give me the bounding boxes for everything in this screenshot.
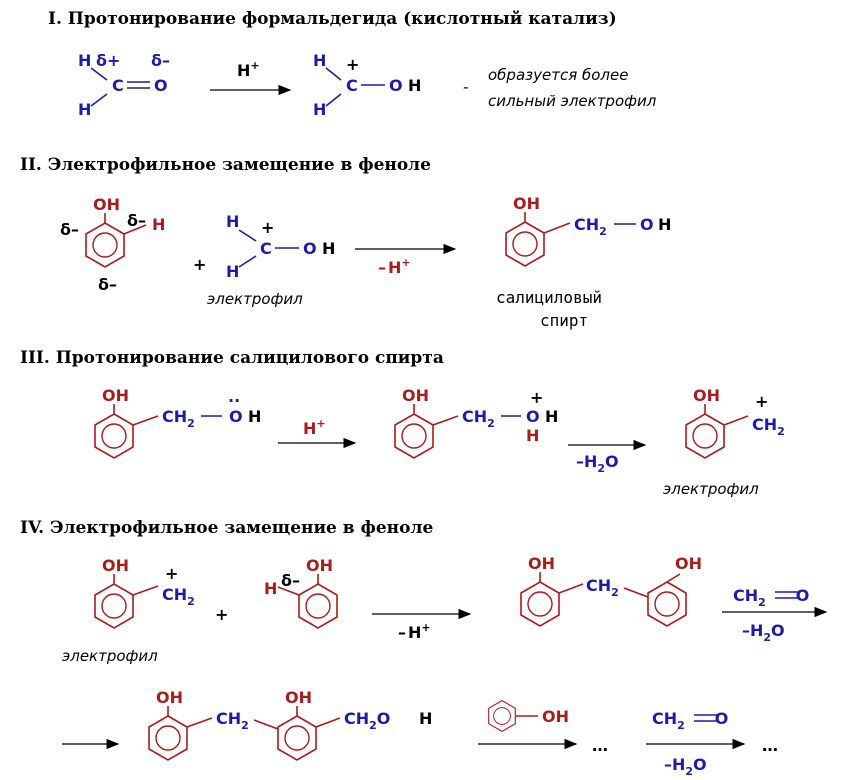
svg-text:CH2: CH2 bbox=[162, 585, 195, 608]
formaldehyde: H δ+ δ– C O H bbox=[78, 51, 170, 119]
svg-text:CH2: CH2 bbox=[586, 576, 619, 599]
svg-text:+: + bbox=[755, 392, 768, 411]
svg-text:δ–: δ– bbox=[98, 275, 117, 294]
svg-text:O: O bbox=[154, 76, 168, 95]
svg-text:OH: OH bbox=[675, 554, 702, 573]
svg-text:H: H bbox=[248, 407, 261, 426]
phenol-reagent: OH bbox=[488, 700, 569, 732]
svg-text:H: H bbox=[313, 51, 326, 70]
step-2-title: II. Электрофильное замещение в феноле bbox=[20, 155, 431, 175]
svg-text:OH: OH bbox=[693, 386, 720, 405]
svg-text:δ+: δ+ bbox=[96, 51, 120, 70]
svg-text:H: H bbox=[226, 212, 239, 231]
salicyl-name-1: салициловый bbox=[496, 288, 602, 307]
electrophile-label-3: электрофил bbox=[62, 647, 158, 665]
svg-text:C: C bbox=[112, 76, 124, 95]
electrophile-ch2oh: H + C O H H bbox=[226, 212, 335, 281]
svg-text:O: O bbox=[640, 215, 654, 234]
svg-text:CH2: CH2 bbox=[162, 407, 195, 430]
proton-label: H+ bbox=[237, 59, 260, 80]
minus-water-3: –H2O bbox=[664, 755, 707, 778]
svg-text:H: H bbox=[152, 215, 165, 234]
salicyl-alcohol-2: OH CH2 ·· O H bbox=[94, 386, 261, 459]
svg-text:OH: OH bbox=[402, 386, 429, 405]
svg-text:+: + bbox=[530, 388, 543, 407]
step-3-title: III. Протонирование салицилового спирта bbox=[20, 348, 444, 368]
svg-text:OH: OH bbox=[306, 556, 333, 575]
protonated-salicyl-alcohol: OH CH2 + O H H bbox=[394, 386, 558, 459]
svg-text:OH: OH bbox=[513, 194, 540, 213]
svg-text:δ–: δ– bbox=[60, 220, 79, 239]
note-line-1: образуется более bbox=[488, 66, 628, 84]
minus-water-2: –H2O bbox=[742, 621, 785, 644]
svg-text:OH: OH bbox=[285, 688, 312, 707]
dihydroxydiphenylmethane: OH CH2 OH bbox=[520, 554, 702, 627]
svg-text:H: H bbox=[78, 51, 91, 70]
svg-text:C: C bbox=[346, 76, 358, 95]
salicyl-alcohol: OH CH2 O H bbox=[505, 194, 671, 267]
electrophile-label-1: электрофил bbox=[207, 290, 303, 308]
svg-text:O: O bbox=[303, 239, 317, 258]
svg-text:OH: OH bbox=[542, 707, 569, 726]
svg-text:δ–: δ– bbox=[151, 51, 170, 70]
svg-text:δ–: δ– bbox=[127, 211, 146, 230]
svg-text:H: H bbox=[545, 407, 558, 426]
svg-text:OH: OH bbox=[156, 688, 183, 707]
svg-text:H: H bbox=[322, 239, 335, 258]
svg-text:H: H bbox=[419, 709, 432, 728]
benzyl-cation-2: OH + CH2 bbox=[94, 556, 195, 629]
svg-text:O: O bbox=[526, 407, 540, 426]
plus-sign: + bbox=[215, 605, 228, 624]
svg-text:CH2: CH2 bbox=[574, 215, 607, 238]
note-line-2: сильный электрофил bbox=[488, 92, 657, 110]
minus-proton-2: –H+ bbox=[398, 621, 431, 642]
ellipsis-1: … bbox=[592, 736, 608, 755]
svg-text:CH2: CH2 bbox=[462, 407, 495, 430]
step-1-title: I. Протонирование формальдегида (кислотн… bbox=[48, 9, 617, 29]
svg-text:+: + bbox=[165, 564, 178, 583]
minus-proton: –H+ bbox=[378, 256, 411, 277]
svg-text:OH: OH bbox=[528, 554, 555, 573]
plus-sign: + bbox=[193, 255, 206, 274]
svg-text:CH2O: CH2O bbox=[344, 709, 390, 732]
svg-text:H: H bbox=[408, 76, 421, 95]
svg-text:H: H bbox=[526, 426, 539, 445]
svg-text:O: O bbox=[229, 407, 243, 426]
svg-text:CH2: CH2 bbox=[216, 709, 249, 732]
svg-text:C: C bbox=[260, 239, 272, 258]
ellipsis-2: … bbox=[762, 736, 778, 755]
svg-text:H: H bbox=[78, 100, 91, 119]
salicyl-name-2: спирт bbox=[540, 311, 588, 330]
svg-text:··: ·· bbox=[228, 391, 240, 410]
svg-text:OH: OH bbox=[93, 195, 120, 214]
svg-text:H: H bbox=[264, 579, 277, 598]
trimer-product: OH CH2 OH CH2O H bbox=[148, 688, 432, 761]
electrophile-label-2: электрофил bbox=[663, 480, 759, 498]
svg-text:H: H bbox=[313, 100, 326, 119]
phenol-reactant-2: OH H δ– bbox=[264, 556, 338, 629]
minus-water: –H2O bbox=[576, 452, 619, 475]
svg-text:H: H bbox=[658, 215, 671, 234]
svg-text:OH: OH bbox=[102, 386, 129, 405]
svg-text:+: + bbox=[346, 55, 359, 74]
svg-text:H: H bbox=[226, 262, 239, 281]
benzyl-cation: OH + CH2 bbox=[685, 386, 785, 459]
phenol-reactant: OH δ– δ– H δ– bbox=[60, 195, 165, 294]
svg-text:CH2: CH2 bbox=[752, 415, 785, 438]
step-4-title: IV. Электрофильное замещение в феноле bbox=[20, 518, 433, 538]
note-dash: - bbox=[463, 78, 468, 96]
protonated-formaldehyde: H + C O H H bbox=[313, 51, 421, 119]
svg-text:δ–: δ– bbox=[281, 571, 300, 590]
svg-text:+: + bbox=[261, 218, 274, 237]
proton-label-2: H+ bbox=[303, 417, 326, 438]
svg-text:O: O bbox=[389, 76, 403, 95]
svg-text:OH: OH bbox=[102, 556, 129, 575]
